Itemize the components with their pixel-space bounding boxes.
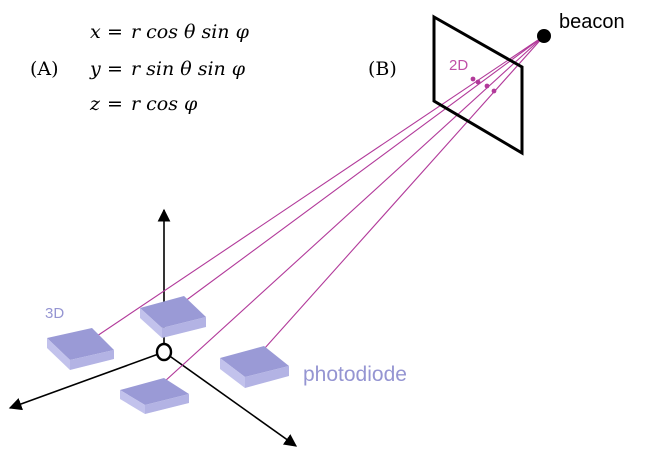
projection-points bbox=[470, 76, 497, 94]
plane-2d-label: 2D bbox=[449, 57, 468, 74]
panel-b-label: (B) bbox=[368, 58, 397, 80]
axis-x-arrow bbox=[8, 351, 165, 411]
origin-circle bbox=[155, 342, 173, 362]
svg-text:=: = bbox=[107, 21, 123, 43]
projection-dot bbox=[484, 83, 490, 89]
equation-x-lhs: x bbox=[90, 21, 101, 43]
photodiode-label: photodiode bbox=[303, 363, 407, 386]
equation-z-rhs: r cos φ bbox=[131, 93, 198, 115]
image-plane: 2D bbox=[432, 14, 524, 156]
equation-y: y = r sin θ sin φ bbox=[89, 58, 246, 80]
axis-y-arrow bbox=[163, 351, 298, 447]
projection-dot bbox=[475, 79, 481, 85]
ray-line bbox=[172, 35, 545, 311]
equations-block: (A) x = r cos θ sin φ y = r sin θ sin φ … bbox=[30, 21, 250, 115]
ray-line bbox=[90, 35, 545, 341]
photodiode-left bbox=[47, 328, 114, 370]
equation-x: x = r cos θ sin φ bbox=[90, 21, 250, 43]
equation-x-rhs: r cos θ sin φ bbox=[131, 21, 250, 43]
sensors-3d-label: 3D bbox=[45, 305, 64, 322]
equation-z: z = r cos φ bbox=[89, 93, 198, 115]
equation-y-rhs: r sin θ sin φ bbox=[131, 58, 246, 80]
photodiode-right bbox=[220, 346, 289, 388]
projection-dot bbox=[470, 76, 476, 82]
projection-dot bbox=[491, 88, 497, 94]
svg-text:=: = bbox=[107, 58, 123, 80]
image-plane-frame bbox=[432, 14, 524, 156]
beacon-label: beacon bbox=[559, 11, 625, 33]
photodiode-top bbox=[140, 296, 206, 338]
ray-line bbox=[152, 35, 545, 393]
light-rays bbox=[90, 35, 545, 393]
ray-line bbox=[255, 35, 545, 359]
panel-a-label: (A) bbox=[30, 58, 59, 80]
svg-text:=: = bbox=[107, 93, 123, 115]
equation-z-lhs: z bbox=[89, 93, 101, 115]
photodiode-bottom bbox=[120, 378, 189, 414]
equation-y-lhs: y bbox=[89, 58, 101, 80]
beacon-dot bbox=[537, 29, 551, 43]
